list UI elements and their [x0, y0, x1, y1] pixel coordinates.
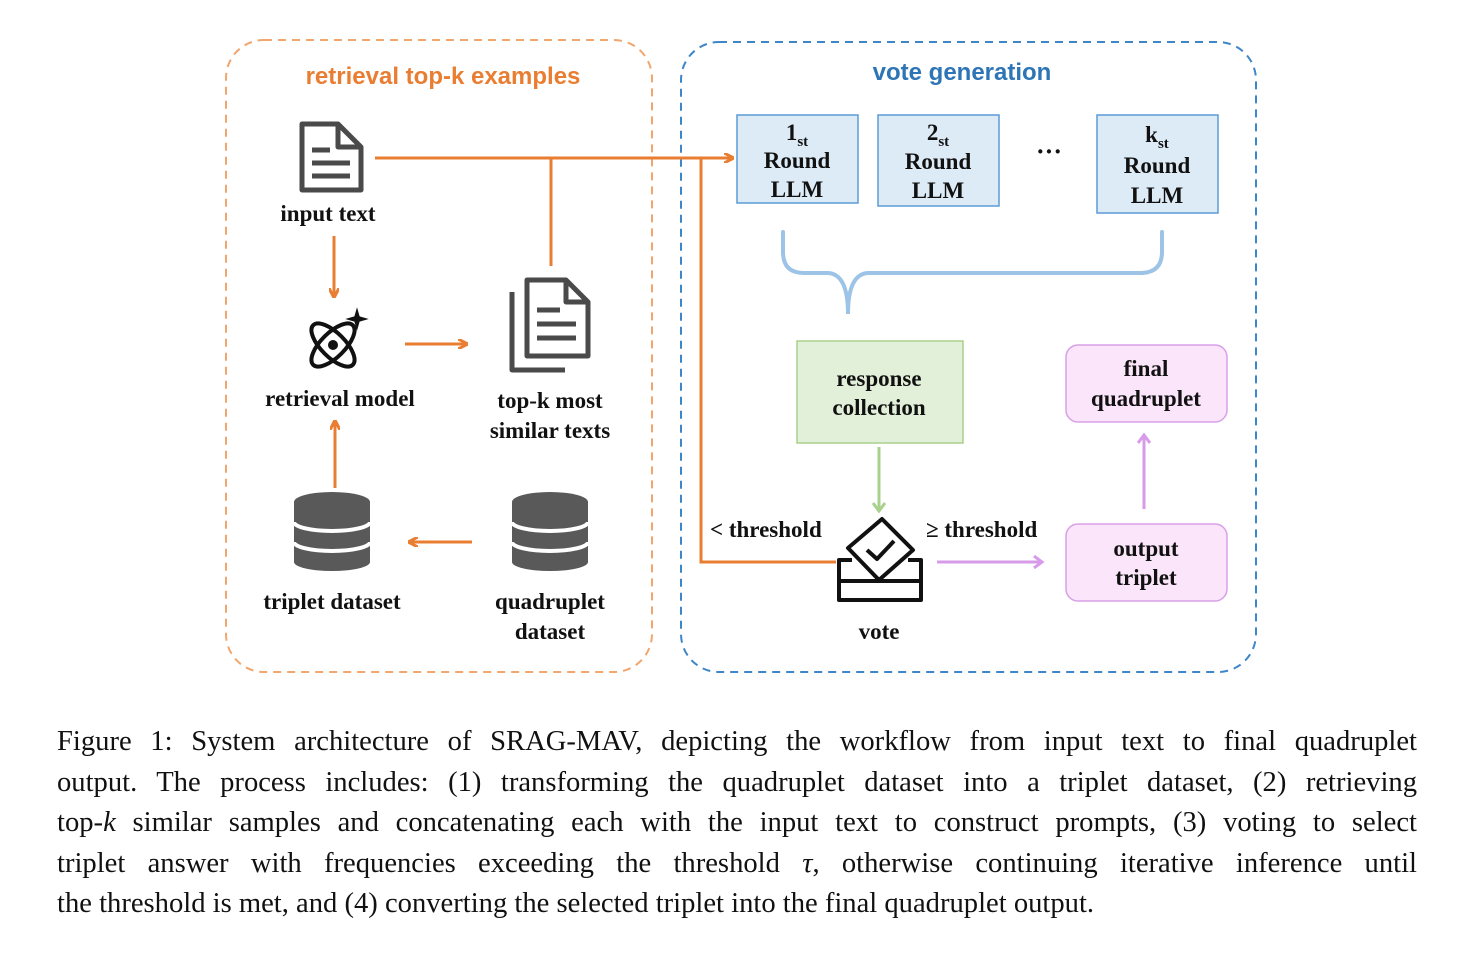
caption-line-1: Figure 1: System architecture of SRAG-MA…	[57, 726, 1417, 757]
round-1-line2: LLM	[771, 177, 824, 202]
round-1-box: 1st Round LLM	[736, 114, 859, 204]
response-line1: response	[836, 366, 921, 391]
vote-generation-panel	[680, 41, 1257, 673]
vote-panel-title: vote generation	[873, 59, 1052, 86]
retrieval-panel-title: retrieval top-k examples	[306, 63, 581, 90]
input-text-label: input text	[280, 201, 376, 226]
quadruplet-dataset-label-line1: quadruplet	[495, 589, 605, 614]
caption-line-4: triplet answer with frequencies exceedin…	[57, 844, 1417, 885]
round-k-suffix: st	[1158, 136, 1169, 152]
output-line1: output	[1113, 536, 1179, 561]
final-quadruplet-box: final quadruplet	[1065, 344, 1228, 423]
output-triplet-box: output triplet	[1065, 523, 1228, 602]
ballot-box-icon	[837, 517, 923, 602]
svg-text:2st: 2st	[927, 120, 949, 150]
caption-line-4-post: , otherwise continuing iterative inferen…	[812, 847, 1417, 879]
final-line2: quadruplet	[1091, 386, 1201, 411]
svg-text:1st: 1st	[786, 120, 808, 150]
rounds-brace	[781, 230, 1164, 315]
caption-line-2: output. The process includes: (1) transf…	[57, 766, 1417, 798]
round-2-suffix: st	[938, 134, 949, 150]
retrieval-model-icon	[309, 307, 369, 369]
document-icon	[299, 121, 364, 193]
response-collection-box: response collection	[796, 340, 964, 444]
round-2-line2: LLM	[912, 178, 965, 203]
triplet-dataset-label: triplet dataset	[263, 589, 401, 614]
round-k-box: kst Round LLM	[1096, 114, 1219, 214]
topk-label-line1: top-k most	[497, 388, 603, 413]
caption-line-3-pre: top-	[57, 807, 104, 839]
above-threshold-label: ≥ threshold	[926, 517, 1037, 542]
round-k-line1: Round	[1124, 153, 1191, 178]
architecture-diagram: retrieval top-k examples vote generation…	[225, 39, 1257, 673]
quadruplet-dataset-label-line2: dataset	[515, 619, 586, 644]
round-1-suffix: st	[797, 134, 808, 150]
caption-line-5: the threshold is met, and (4) converting…	[57, 888, 1095, 920]
database-icon	[292, 492, 372, 571]
loop-below-threshold	[699, 158, 836, 564]
quadruplet-database-icon	[510, 492, 590, 571]
topk-label-line2: similar texts	[490, 418, 610, 443]
round-1-line1: Round	[764, 148, 831, 173]
below-threshold-label: < threshold	[710, 517, 822, 542]
documents-icon	[509, 277, 591, 373]
caption-line-4-pre: triplet answer with frequencies exceedin…	[57, 847, 803, 879]
caption-line-3: top-k similar samples and concatenating …	[57, 803, 1417, 844]
svg-text:kst: kst	[1145, 122, 1169, 152]
output-line2: triplet	[1115, 565, 1177, 590]
round-2-number: 2	[927, 120, 939, 145]
final-line1: final	[1124, 356, 1169, 381]
retrieval-model-label: retrieval model	[265, 386, 415, 411]
vote-label: vote	[859, 619, 900, 644]
round-1-number: 1	[786, 120, 798, 145]
rounds-ellipsis: ···	[1036, 137, 1062, 166]
round-k-number: k	[1145, 122, 1158, 147]
round-2-box: 2st Round LLM	[877, 114, 1000, 207]
retrieval-panel	[225, 39, 653, 673]
figure-caption: Figure 1: System architecture of SRAG-MA…	[57, 722, 1417, 925]
round-2-line1: Round	[905, 149, 972, 174]
caption-tau-symbol: τ	[802, 847, 813, 879]
response-line2: collection	[832, 395, 925, 420]
caption-line-3-post: similar samples and concatenating each w…	[115, 807, 1417, 839]
round-k-line2: LLM	[1131, 183, 1184, 208]
caption-k-symbol: k	[103, 807, 116, 839]
